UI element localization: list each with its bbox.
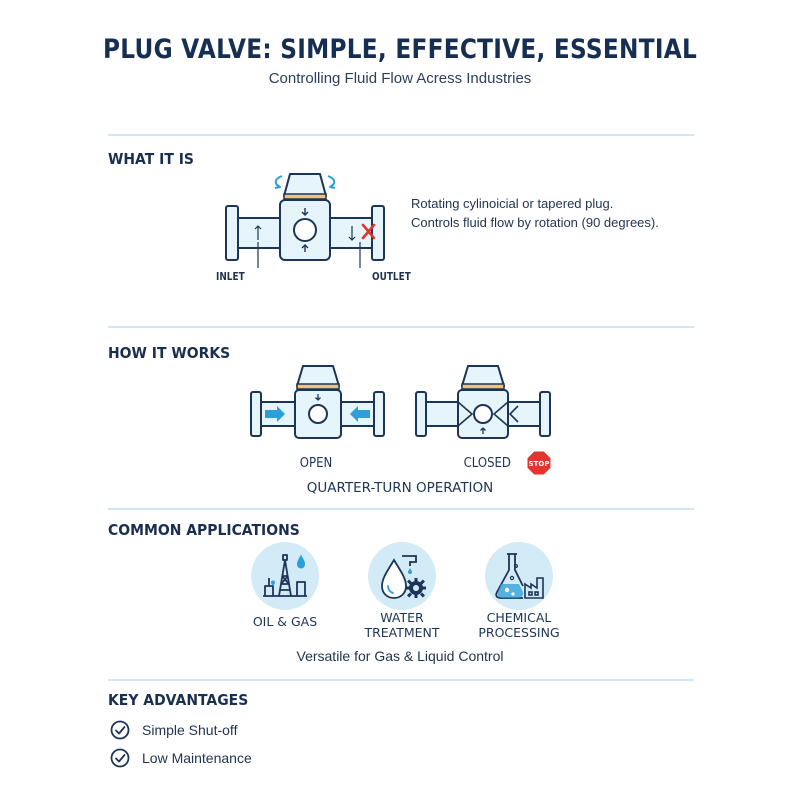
stop-sign-text: STOP [529, 460, 550, 468]
section-heading-advantages: KEY ADVANTAGES [108, 691, 249, 709]
advantage-item: Low Maintenance [110, 748, 252, 768]
check-circle-icon [110, 748, 130, 768]
section-heading-how-it-works: HOW IT WORKS [108, 344, 231, 362]
water-drop-gear-icon [368, 542, 436, 610]
app-label-line: WATER [380, 610, 424, 625]
rotation-arrows-icon [274, 175, 336, 189]
section-heading-what-it-is: WHAT IT IS [108, 150, 194, 168]
blocked-x-icon [361, 223, 376, 240]
inlet-label: INLET [216, 271, 245, 283]
divider [108, 134, 694, 136]
app-label-oil-gas: OIL & GAS [230, 614, 340, 629]
description-line-2: Controls fluid flow by rotation (90 degr… [411, 215, 659, 230]
closed-valve-diagram [415, 365, 551, 439]
stop-sign-icon: STOP [526, 450, 552, 476]
page-title: PLUG VALVE: SIMPLE, EFFECTIVE, ESSENTIAL [102, 34, 698, 65]
flow-arrow-left-icon [350, 406, 370, 422]
applications-note: Versatile for Gas & Liquid Control [296, 648, 504, 664]
app-label-chemical-processing: CHEMICAL PROCESSING [464, 610, 574, 640]
flow-arrow-right-icon [265, 406, 285, 422]
divider [108, 326, 694, 328]
app-label-line: CHEMICAL [486, 610, 552, 625]
advantage-label: Simple Shut-off [142, 722, 238, 738]
inlet-flange [225, 205, 239, 261]
app-label-line: PROCESSING [478, 625, 560, 640]
operation-label: QUARTER-TURN OPERATION [306, 480, 494, 496]
open-valve-diagram [250, 365, 385, 439]
page-subtitle: Controlling Fluid Flow Acress Industries [268, 70, 532, 87]
chemical-flask-icon [485, 542, 553, 610]
valve-bonnet [283, 173, 327, 197]
advantage-item: Simple Shut-off [110, 720, 237, 740]
divider [108, 679, 694, 681]
oil-rig-icon [251, 542, 319, 610]
app-label-line: OIL & GAS [252, 614, 318, 629]
divider [108, 508, 694, 510]
open-state-label: OPEN [299, 456, 333, 471]
outlet-flange [371, 205, 385, 261]
check-circle-icon [110, 720, 130, 740]
app-label-water-treatment: WATER TREATMENT [347, 610, 457, 640]
plug-valve-diagram [225, 173, 385, 268]
section-heading-applications: COMMON APPLICATIONS [108, 521, 300, 539]
description-line-1: Rotating cylinoicial or tapered plug. [411, 196, 614, 211]
plug [293, 218, 317, 242]
closed-state-label: CLOSED [463, 456, 511, 471]
outlet-label: OUTLET [372, 271, 411, 283]
app-label-line: TREATMENT [364, 625, 440, 640]
advantage-label: Low Maintenance [142, 750, 252, 766]
